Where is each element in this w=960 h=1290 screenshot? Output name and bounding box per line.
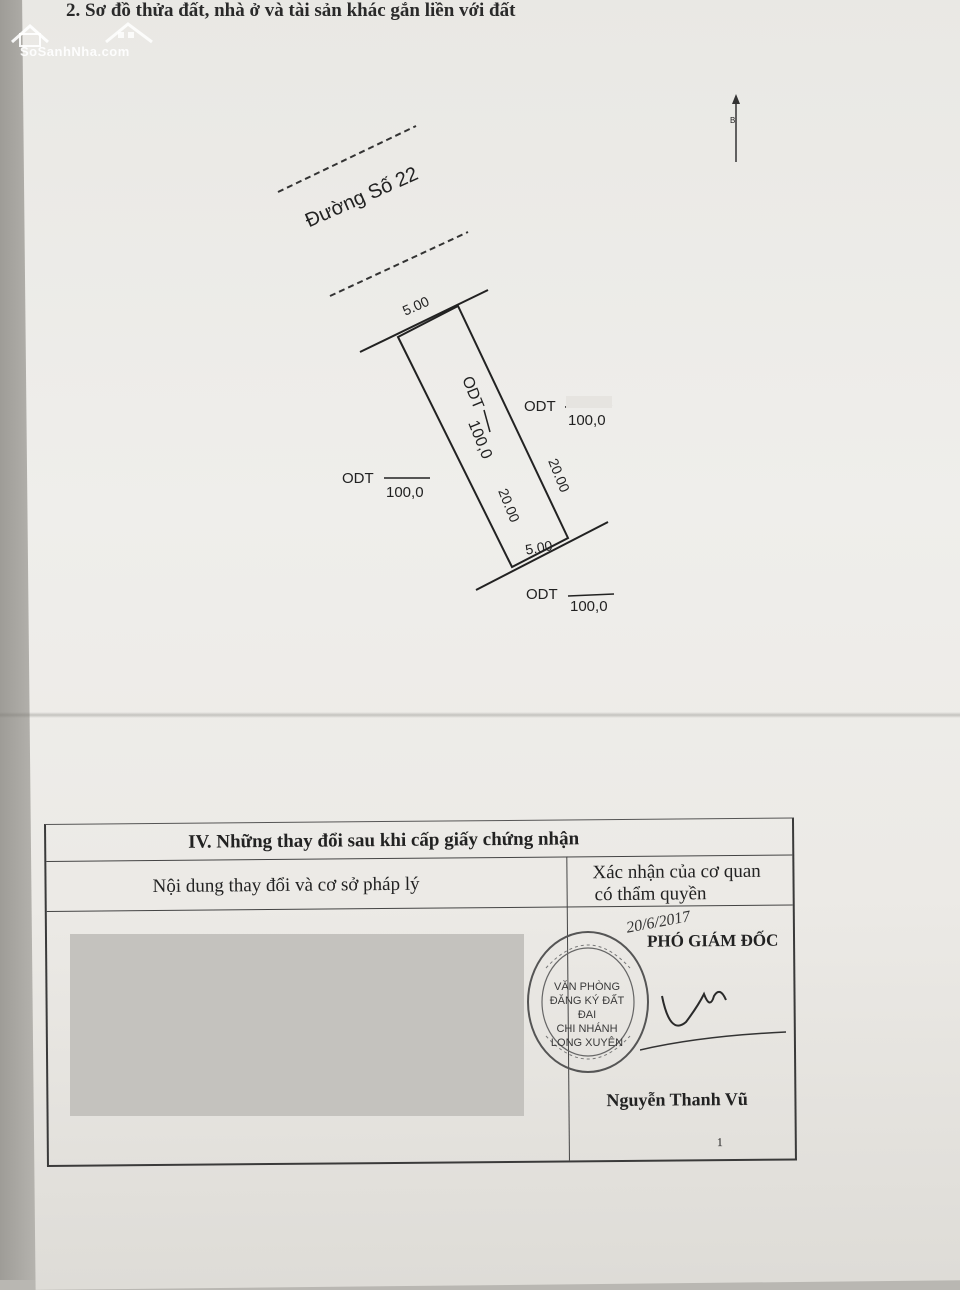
column-header-content: Nội dung thay đổi và cơ sở pháp lý xyxy=(152,873,420,898)
road-edge-top xyxy=(277,125,417,193)
neighbor-left-type: ODT xyxy=(342,470,374,487)
stamp-text: VĂN PHÒNG ĐĂNG KÝ ĐẤT ĐAI CHI NHÁNH LONG… xyxy=(540,980,634,1050)
official-seal-stamp xyxy=(527,931,649,1073)
signer-name: Nguyễn Thanh Vũ xyxy=(606,1088,748,1111)
area-fraction-bar xyxy=(483,409,491,433)
stamp-line: LONG XUYÊN xyxy=(550,1037,624,1049)
watermark-logo: SoSanhNha.com xyxy=(6,18,156,68)
section-title: 2. Sơ đồ thửa đất, nhà ở và tài sản khác… xyxy=(66,0,516,21)
redacted-area-label xyxy=(566,396,612,408)
table-title: IV. Những thay đổi sau khi cấp giấy chứn… xyxy=(188,828,580,853)
paper-fold xyxy=(0,712,960,718)
parcel-outline xyxy=(396,304,570,569)
land-plot-diagram xyxy=(277,94,740,597)
stamp-line: VĂN PHÒNG xyxy=(553,981,620,993)
north-label: B xyxy=(730,116,736,125)
column-header-authority-line2: có thẩm quyền xyxy=(594,883,707,906)
stamp-line: ĐĂNG KÝ ĐẤT ĐAI xyxy=(549,995,625,1021)
neighbor-bottom-area: 100,0 xyxy=(570,598,608,615)
column-header-authority-line1: Xác nhận của cơ quan xyxy=(592,860,761,884)
neighbor-right-area: 100,0 xyxy=(568,412,606,429)
neighbor-bottom-type: ODT xyxy=(526,586,558,603)
north-arrowhead-icon xyxy=(732,94,740,104)
back-boundary-line xyxy=(475,521,609,591)
watermark-text: SoSanhNha.com xyxy=(20,44,130,59)
neighbor-left-area: 100,0 xyxy=(386,484,424,501)
front-boundary-line xyxy=(359,289,489,353)
page-number: 1 xyxy=(716,1135,723,1150)
neighbor-right-type: ODT xyxy=(524,398,556,415)
neighbor-fraction-bar-bottom xyxy=(567,593,615,597)
stamp-line: CHI NHÁNH xyxy=(556,1023,618,1035)
house-logo-icon xyxy=(11,22,153,47)
redacted-content-block xyxy=(70,934,524,1116)
road-edge-bottom xyxy=(329,231,469,297)
signature-mark xyxy=(640,990,787,1051)
signer-position: PHÓ GIÁM ĐỐC xyxy=(646,930,779,951)
